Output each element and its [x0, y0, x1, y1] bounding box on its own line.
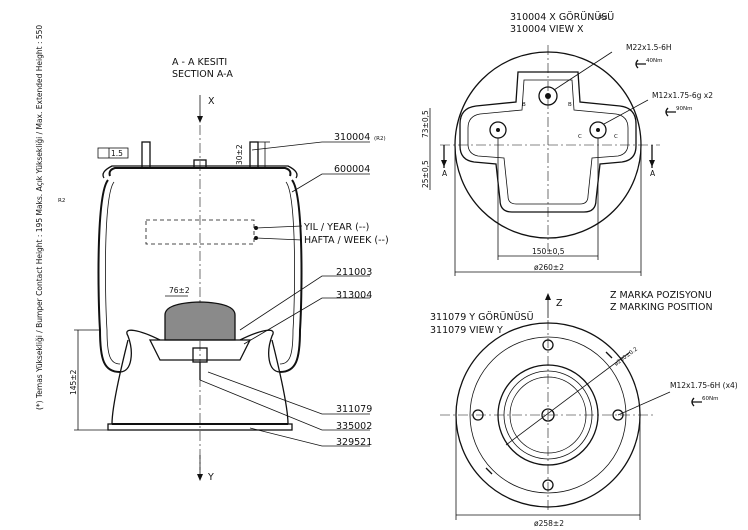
view-x-dim-150: 150±0,5 [532, 247, 565, 256]
bellow-left [97, 179, 121, 373]
dim-145: 145±2 [69, 369, 78, 395]
torque-wrench-icon-2 [665, 107, 676, 117]
torque-wrench-icon-1 [635, 59, 646, 69]
view-x-sec-c-left: C [578, 134, 582, 140]
rev-mark: R2 [58, 198, 65, 204]
view-x-title-tr: 310004 X GÖRÜNÜSÜ [510, 12, 614, 23]
part-600004: 600004 [334, 164, 370, 175]
marking-position-tr: Z MARKA POZISYONU [610, 290, 712, 301]
axis-x-arrowhead [197, 116, 203, 123]
bolt-hole-right [612, 409, 624, 421]
view-x-dim-73: 73±0,5 [421, 110, 430, 138]
height-note: (*) Temas Yüksekliği / Bumper Contact He… [35, 25, 44, 410]
bumper [164, 301, 236, 341]
dim-30: 30±2 [235, 144, 244, 165]
part-310004: 310004 [334, 132, 370, 143]
stud-left [141, 141, 151, 169]
part-310004-rev: (R2) [374, 136, 386, 142]
view-x-torque-2: 90Nm [676, 106, 692, 112]
part-313004: 313004 [336, 290, 372, 301]
section-title-tr: A - A KESITI [172, 57, 227, 68]
view-x-plate [459, 71, 637, 213]
week-label: HAFTA / WEEK (--) [304, 235, 389, 246]
view-x-sec-b-left: B [522, 102, 526, 108]
axis-y-label: Y [207, 472, 214, 483]
air-port-hole [538, 86, 558, 106]
bolt-hole-top [542, 339, 554, 351]
view-x-sec-b-right: B [568, 102, 572, 108]
section-title-en: SECTION A-A [172, 69, 233, 80]
flatness-frame [97, 147, 129, 159]
view-x-thread-1: M22x1.5-6H [626, 43, 672, 52]
bumper-cup [148, 339, 252, 361]
view-x-thread-2: M12x1.75-6g x2 [652, 91, 713, 100]
view-x-sec-a-right: A [650, 169, 656, 178]
view-y: 311079 Y GÖRÜNÜSÜ 311079 VIEW Y Z MARKA … [430, 290, 738, 528]
flatness-value: 1.5 [111, 149, 123, 158]
view-x-torque-1: 40Nm [646, 58, 662, 64]
part-329521: 329521 [336, 437, 372, 448]
torque-wrench-icon-3 [691, 397, 702, 407]
year-label: YIL / YEAR (--) [303, 222, 369, 233]
air-fitting [193, 159, 207, 169]
view-y-title-en: 311079 VIEW Y [430, 325, 503, 336]
base-plate [107, 423, 293, 431]
bolt-hole-bottom [542, 479, 554, 491]
view-y-thread: M12x1.75-6H (x4) [670, 381, 738, 390]
view-y-torque: 60Nm [702, 396, 718, 402]
view-y-dim-258: ø258±2 [534, 519, 564, 528]
view-x-dim-260: ø260±2 [534, 263, 564, 272]
view-x-title-rev: (R2) [598, 15, 610, 21]
bolt-hole-left [472, 409, 484, 421]
bellow-right [279, 179, 303, 373]
dim-76: 76±2 [169, 286, 190, 295]
axis-z-label: Z [556, 298, 563, 309]
view-x-title-en: 310004 VIEW X [510, 24, 584, 35]
stud-right [249, 141, 259, 169]
part-211003: 211003 [336, 267, 372, 278]
view-y-dim-200: ø200±0.2 [614, 346, 639, 367]
marking-position-en: Z MARKING POSITION [610, 302, 713, 313]
axis-x-label: X [208, 96, 215, 107]
view-x-dim-25: 25±0,5 [421, 160, 430, 188]
part-311079: 311079 [336, 404, 372, 415]
view-y-title-tr: 311079 Y GÖRÜNÜSÜ [430, 312, 534, 323]
part-335002: 335002 [336, 421, 372, 432]
date-stamp-area [145, 219, 255, 245]
view-x-sec-a-left: A [442, 169, 448, 178]
section-a-a-view: A - A KESITI SECTION A-A X 1.5 30±2 [35, 25, 389, 483]
top-plate-outer [102, 165, 298, 179]
view-x: 310004 X GÖRÜNÜSÜ (R2) 310004 VIEW X A A… [421, 12, 713, 276]
view-x-sec-c-right: C [614, 134, 618, 140]
